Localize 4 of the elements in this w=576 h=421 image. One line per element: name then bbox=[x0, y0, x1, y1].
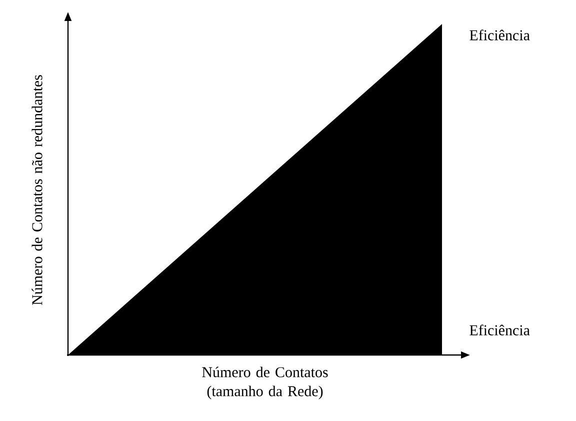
axis-label: Número de Contatos (tamanho da Rede) bbox=[202, 366, 328, 400]
axis-label: Eficiência bbox=[470, 30, 530, 40]
axis-label: Número de Contatos não redundantes bbox=[32, 75, 42, 305]
axis-label: Eficiência bbox=[470, 324, 530, 336]
